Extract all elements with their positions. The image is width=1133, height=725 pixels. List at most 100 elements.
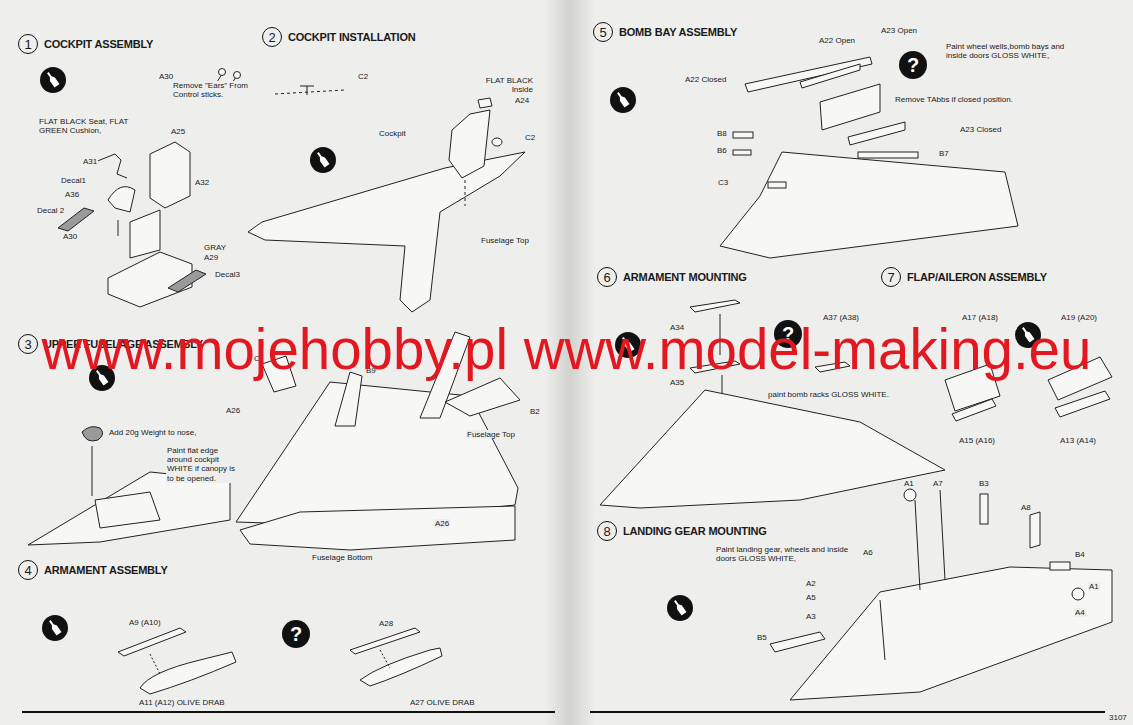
- glue-icon: [667, 595, 693, 621]
- help-icon: ?: [282, 620, 310, 648]
- cockpit-part: [449, 110, 490, 178]
- help-mark: ?: [290, 624, 302, 644]
- wheel: [1072, 588, 1084, 600]
- fuselage-bottom: [720, 152, 1018, 258]
- small-part: [858, 152, 918, 158]
- part-number: B4: [1074, 550, 1086, 559]
- decal-label: Decal 2: [36, 206, 65, 215]
- tail-fin: [335, 372, 362, 426]
- part-number: A6: [862, 548, 874, 557]
- step-title: FLAP/AILERON ASSEMBLY: [906, 271, 1048, 283]
- part-number: C2: [357, 72, 369, 81]
- part-number: A15 (A16): [958, 436, 996, 445]
- guide-line: [275, 90, 345, 94]
- part-label: Fuselage Bottom: [311, 553, 373, 562]
- part-number: B5: [756, 633, 768, 642]
- part-number: C3: [717, 178, 729, 187]
- page-rule: [590, 711, 1105, 713]
- part-number: A22 Open: [818, 36, 856, 45]
- part-number: B6: [716, 146, 728, 155]
- bracket-part: [95, 154, 127, 178]
- stick-grip: [234, 72, 241, 79]
- small-part: [733, 132, 753, 138]
- stick-part: [118, 220, 119, 236]
- paint-note: FLAT BLACK Seat, FLAT GREEN Cushion,: [38, 117, 135, 135]
- part-number: A8: [1020, 503, 1032, 512]
- step-number: 6: [597, 267, 617, 287]
- headrest: [108, 187, 135, 212]
- wheel: [904, 489, 916, 501]
- small-part: [768, 182, 786, 188]
- paint-note: paint bomb racks GLOSS WHITE.: [767, 390, 890, 399]
- fuselage-top: [248, 152, 525, 312]
- part-number: A22 Closed: [684, 75, 727, 84]
- part-number: B3: [978, 479, 990, 488]
- part-number: A31: [82, 157, 98, 166]
- decal-label: Decal1: [60, 176, 87, 185]
- gear-door: [1050, 562, 1070, 570]
- nose-block: [28, 472, 230, 545]
- step-title: ARMAMENT ASSEMBLY: [43, 564, 169, 576]
- bomb-rack: [350, 628, 420, 654]
- seat-panel: [150, 142, 190, 208]
- small-part: [492, 138, 502, 146]
- fuselage-bottom: [600, 390, 945, 508]
- part-number: A1: [1088, 582, 1100, 591]
- glue-icon: [310, 147, 336, 173]
- bay-door: [820, 84, 880, 130]
- small-part: [300, 86, 314, 95]
- paint-note: GRAY: [203, 243, 227, 252]
- help-icon: ?: [899, 51, 927, 79]
- note: Remove TAbbs if closed position.: [894, 95, 1014, 104]
- page-number: 3107: [1108, 713, 1128, 722]
- gear-strut: [915, 500, 920, 590]
- part-number: A7: [932, 479, 944, 488]
- part-number: A23 Closed: [959, 125, 1002, 134]
- small-part: [478, 98, 492, 108]
- part-label: Fuselage Top: [480, 236, 530, 245]
- part-number: A4: [1074, 608, 1086, 617]
- fuselage-lower: [240, 506, 515, 550]
- part-number: A32: [194, 178, 210, 187]
- step-heading: 5BOMB BAY ASSEMBLY: [593, 22, 738, 42]
- glue-icon: [610, 87, 636, 113]
- guide-line: [150, 654, 160, 674]
- glue-icon: [42, 615, 68, 641]
- step-number: 7: [881, 267, 901, 287]
- paint-note: Paint wheel wells,bomb bays and inside d…: [945, 42, 1077, 60]
- paint-note: Paint landing gear, wheels and inside do…: [715, 545, 852, 563]
- nose-box: [95, 492, 160, 528]
- step-heading: 6ARMAMENT MOUNTING: [597, 267, 748, 287]
- step-number: 5: [593, 22, 613, 42]
- page-rule: [22, 711, 555, 713]
- arrow-line: [92, 446, 93, 496]
- gear-door: [980, 494, 988, 524]
- step-number: 1: [18, 34, 38, 54]
- paint-note: FLAT BLACK Inside: [476, 76, 534, 94]
- part-number: A2: [805, 579, 817, 588]
- fuselage-bottom: [790, 567, 1112, 700]
- flap: [952, 399, 996, 421]
- part-number: A37 (A38): [822, 313, 860, 322]
- guide-line: [380, 650, 390, 668]
- part-number: A30: [62, 232, 78, 241]
- note: Remove "Ears" From Control sticks.: [172, 81, 262, 99]
- step-number: 2: [262, 27, 282, 47]
- part-number: A1: [903, 479, 915, 488]
- part-number: A25: [170, 127, 186, 136]
- step-number: 3: [18, 334, 38, 354]
- part-number: A3: [805, 612, 817, 621]
- step-number: 4: [18, 560, 38, 580]
- bay-door: [800, 64, 860, 88]
- part-number: A28: [378, 619, 394, 628]
- step-heading: 1COCKPIT ASSEMBLY: [18, 34, 154, 54]
- part-number: A26: [434, 519, 450, 528]
- page-rules: [22, 711, 1105, 713]
- part-number: A27 OLIVE DRAB: [409, 698, 475, 707]
- gear-strut: [940, 490, 945, 580]
- stick-grip: [219, 69, 226, 76]
- seat-back: [130, 210, 160, 258]
- step-title: LANDING GEAR MOUNTING: [622, 525, 768, 537]
- watermark: www.mojehobby.pl www.model-making.eu: [42, 322, 1092, 378]
